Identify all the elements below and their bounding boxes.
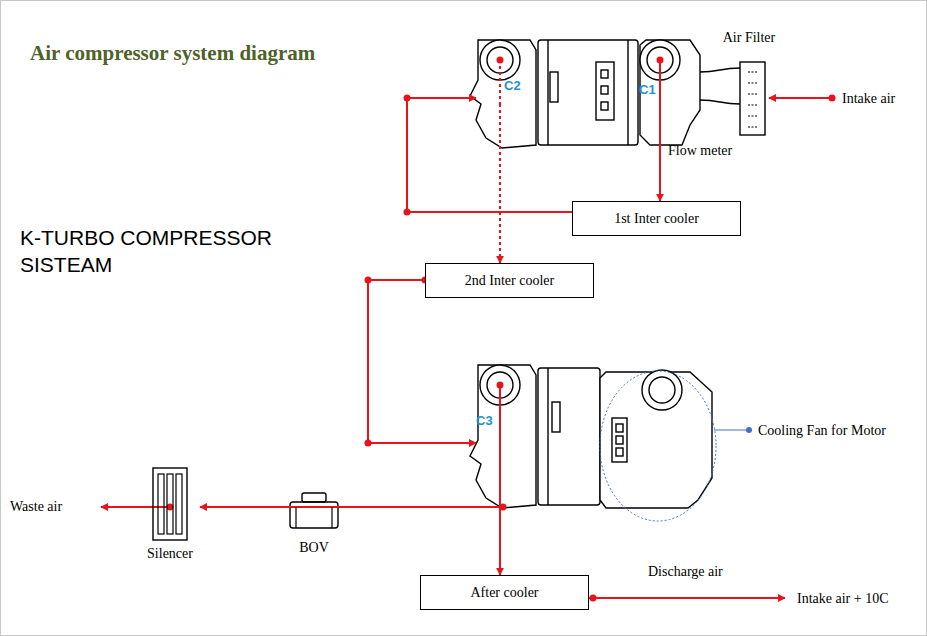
air-flow-connector [342, 446, 500, 507]
blow-off-valve: BOV [286, 490, 342, 558]
box-label: 2nd Inter cooler [465, 273, 554, 289]
stage-label: C2 [504, 78, 521, 93]
symbol-label: Air Filter [716, 30, 782, 46]
leader-line [714, 429, 749, 430]
diagram-title: Air compressor system diagram [30, 41, 315, 66]
outlet-label: Waste air [10, 498, 62, 516]
box-label: After cooler [470, 585, 538, 601]
part-label: Cooling Fan for Motor [758, 422, 886, 440]
compressor-stage: C3 [476, 363, 526, 446]
system-name: K-TURBO COMPRESSOR SISTEAM [20, 224, 310, 279]
air-flow-connector [659, 104, 661, 201]
air-flow-connector [200, 506, 286, 508]
inlet-label: Intake air [842, 90, 895, 108]
pipe-dots [167, 57, 836, 602]
compressor-bottom [470, 365, 712, 508]
silencer: Silencer [140, 466, 200, 564]
air-flow-connector [368, 280, 476, 443]
symbol-label: BOV [286, 540, 342, 556]
box-label: 1st Inter cooler [614, 211, 699, 227]
stage-label: C3 [476, 413, 493, 428]
air-filter: Air Filter [716, 28, 782, 140]
air-piping [101, 60, 832, 598]
process-box: 2nd Inter cooler [425, 263, 594, 298]
compressor-top [470, 40, 740, 148]
process-box: 1st Inter cooler [572, 201, 741, 236]
symbol-label: Silencer [140, 546, 200, 562]
air-flow-connector [407, 98, 572, 212]
air-flow-connector [499, 104, 501, 263]
part-label: Flow meter [668, 142, 732, 160]
outlet-label: Intake air + 10C [797, 590, 888, 608]
leader-dot [746, 427, 752, 433]
fan-outline [600, 371, 716, 521]
compressor-stage: C1 [636, 38, 686, 104]
compressor-stage: C2 [476, 38, 526, 104]
outlet-label: Discharge air [648, 563, 723, 581]
stage-label: C1 [639, 82, 656, 97]
process-box: After cooler [420, 575, 589, 610]
